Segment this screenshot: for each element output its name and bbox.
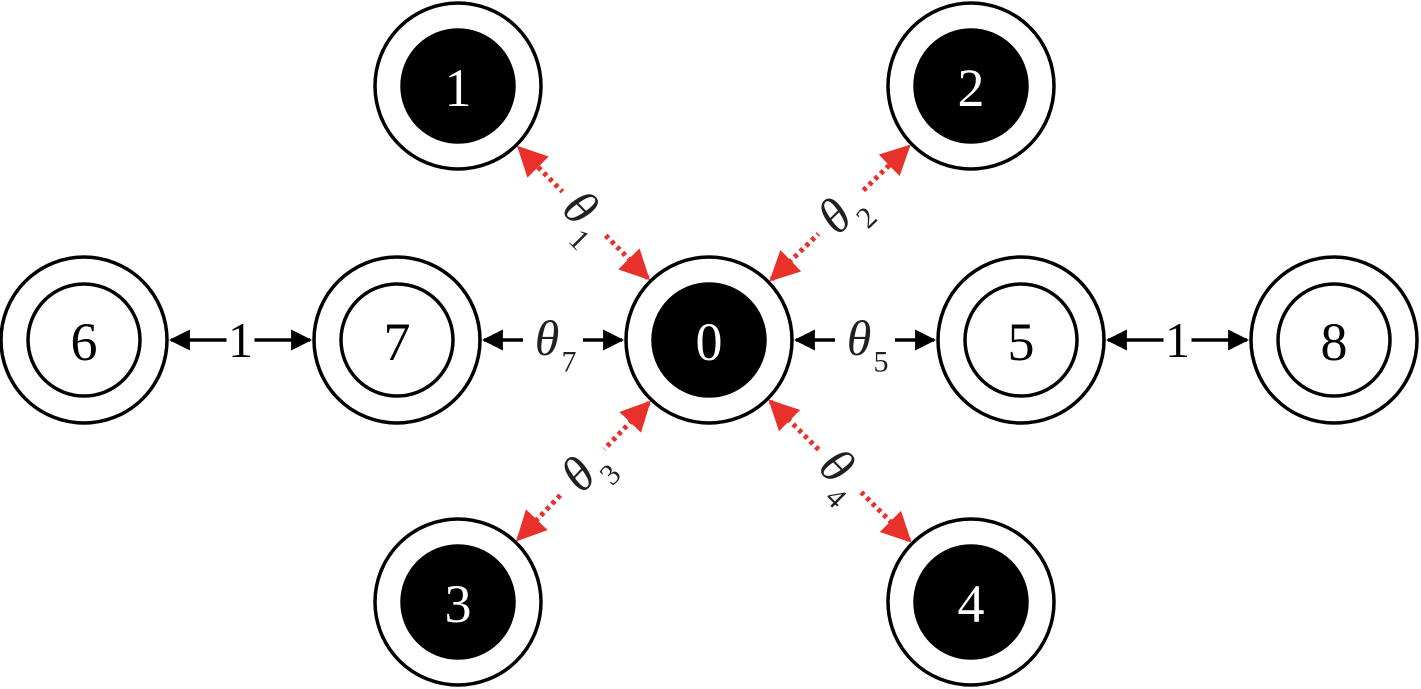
node-label: 5: [1008, 312, 1035, 372]
node-inner-circle: [339, 282, 455, 398]
node-inner-circle: [651, 282, 767, 398]
node-4: 4: [886, 517, 1056, 687]
node-inner-circle: [26, 282, 142, 398]
edge-weight-label: 1: [228, 312, 253, 368]
edge-label-theta-3: θ3: [541, 428, 628, 515]
theta-subscript: 7: [562, 346, 577, 379]
edge-label-theta-2: θ2: [797, 170, 884, 257]
node-2: 2: [886, 1, 1056, 171]
node-5: 5: [936, 255, 1106, 425]
node-label: 2: [958, 58, 985, 118]
node-1: 1: [373, 1, 543, 171]
edge-weight-backdrop: [1163, 314, 1192, 366]
node-label: 6: [71, 312, 98, 372]
edge-label-backdrop: [797, 170, 884, 257]
theta-subscript: 5: [874, 346, 889, 379]
edge-label-backdrop: [523, 310, 583, 372]
node-7: 7: [312, 255, 482, 425]
theta-symbol: θ: [847, 310, 872, 366]
edge-label-backdrop: [541, 428, 628, 515]
edge-label-theta-4: θ4: [796, 428, 883, 515]
node-label: 1: [445, 58, 472, 118]
edge-label-backdrop: [796, 428, 883, 515]
node-label: 0: [696, 312, 723, 372]
node-label: 3: [445, 574, 472, 634]
edge-weight-backdrop: [226, 314, 255, 366]
node-inner-circle: [1276, 282, 1392, 398]
node-label: 8: [1321, 312, 1348, 372]
node-inner-circle: [913, 544, 1029, 660]
node-inner-circle: [913, 28, 1029, 144]
node-label: 7: [384, 312, 411, 372]
edge-weight-label: 1: [1165, 312, 1190, 368]
node-inner-circle: [400, 544, 516, 660]
node-3: 3: [373, 517, 543, 687]
edge-label-backdrop: [835, 310, 895, 372]
node-inner-circle: [400, 28, 516, 144]
node-0: 0: [624, 255, 794, 425]
node-label: 4: [958, 574, 985, 634]
node-6: 6: [0, 255, 169, 425]
theta-symbol: θ: [535, 310, 560, 366]
edge-label-theta-1: θ1: [539, 170, 626, 257]
edge-label-backdrop: [539, 170, 626, 257]
node-inner-circle: [963, 282, 1079, 398]
node-8: 8: [1249, 255, 1419, 425]
